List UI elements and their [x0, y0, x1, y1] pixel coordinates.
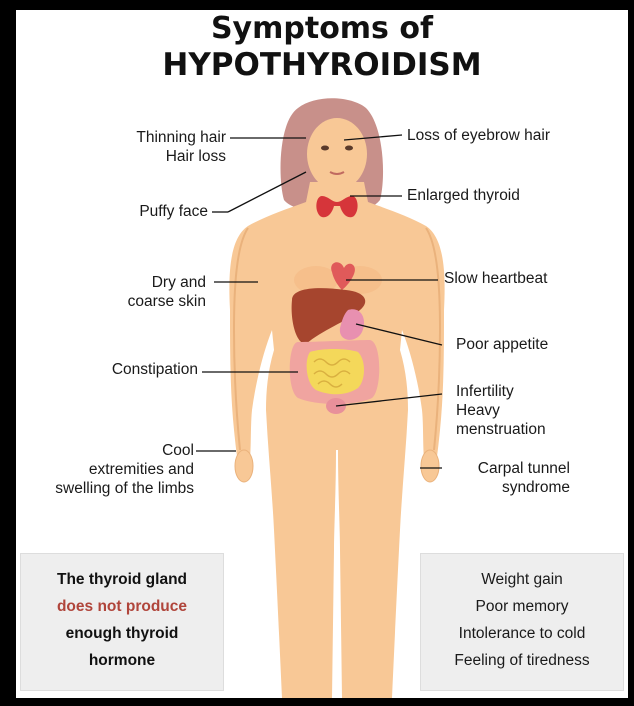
label-eyebrow-hair: Loss of eyebrow hair — [407, 126, 550, 145]
body-silhouette — [229, 182, 444, 698]
infographic: Symptoms of HYPOTHYROIDISM — [16, 10, 628, 698]
box-left-line-4: hormone — [21, 647, 223, 674]
label-slow-heartbeat: Slow heartbeat — [444, 269, 547, 288]
label-enlarged-thyroid: Enlarged thyroid — [407, 186, 520, 205]
label-poor-appetite: Poor appetite — [456, 335, 548, 354]
box-right-line-1: Weight gain — [421, 566, 623, 593]
label-dry-skin: Dry and coarse skin — [128, 273, 206, 311]
left-hand — [235, 450, 253, 482]
label-constipation: Constipation — [112, 360, 198, 379]
box-right-line-4: Feeling of tiredness — [421, 647, 623, 674]
right-hand — [421, 450, 439, 482]
label-carpal-tunnel: Carpal tunnel syndrome — [478, 459, 570, 497]
label-puffy-face: Puffy face — [139, 202, 208, 221]
label-thinning-hair: Thinning hair Hair loss — [136, 128, 226, 166]
box-left-line-2: does not produce — [21, 593, 223, 620]
label-cool-extremities: Cool extremities and swelling of the lim… — [55, 441, 194, 498]
general-symptoms-box: Weight gain Poor memory Intolerance to c… — [420, 553, 624, 691]
box-right-line-2: Poor memory — [421, 593, 623, 620]
box-left-line-1: The thyroid gland — [21, 566, 223, 593]
face — [307, 118, 367, 190]
box-left-line-3: enough thyroid — [21, 620, 223, 647]
box-right-line-3: Intolerance to cold — [421, 620, 623, 647]
label-infertility: Infertility Heavy menstruation — [456, 382, 546, 439]
right-eye — [345, 146, 353, 151]
thyroid-gland-box: The thyroid gland does not produce enoug… — [20, 553, 224, 691]
left-eye — [321, 146, 329, 151]
